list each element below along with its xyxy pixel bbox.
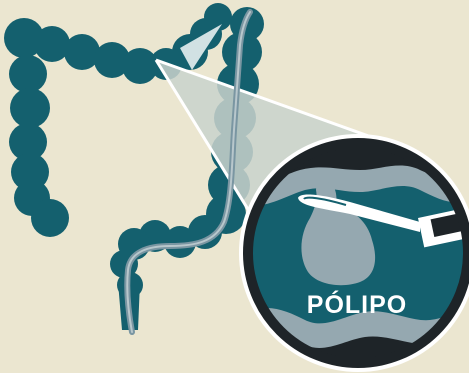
polyp-label: PÓLIPO [297, 288, 417, 322]
magnifier-callout [240, 135, 469, 371]
